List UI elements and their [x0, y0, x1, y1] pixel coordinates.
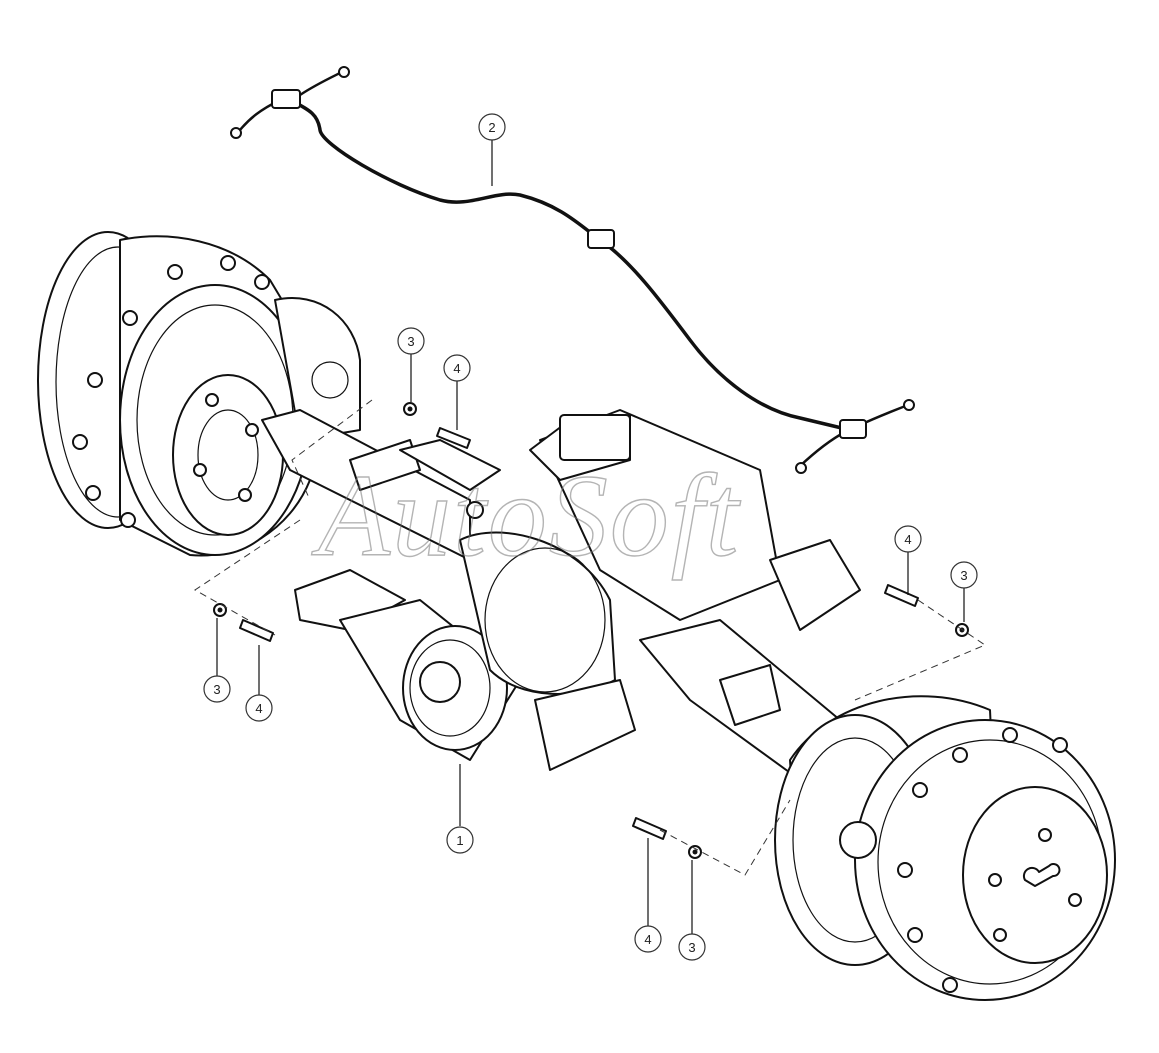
- callout-2-label: 2: [488, 120, 495, 135]
- callout-4-right-label: 4: [904, 532, 911, 547]
- callout-1: 1: [446, 826, 474, 854]
- bolt-4a: [436, 427, 471, 449]
- callout-4-upper-left-label: 4: [453, 361, 460, 376]
- callout-4-right: 4: [894, 525, 922, 553]
- callout-3-upper-left: 3: [397, 327, 425, 355]
- callout-3-bottom-label: 3: [688, 940, 695, 955]
- right-wheel-hub: [774, 695, 1116, 1001]
- callout-3-lower-left: 3: [203, 675, 231, 703]
- brake-line-connector-right: [839, 419, 867, 439]
- callout-3-lower-left-label: 3: [213, 682, 220, 697]
- axle-housing: [261, 409, 861, 781]
- leader-lines: [216, 140, 965, 934]
- brake-line-connector-middle: [587, 229, 615, 249]
- callout-1-label: 1: [456, 833, 463, 848]
- callout-4-upper-left: 4: [443, 354, 471, 382]
- fasteners: [213, 402, 969, 859]
- callout-3-bottom: 3: [678, 933, 706, 961]
- right-hub-bolts: [897, 727, 1082, 993]
- callout-3-right: 3: [950, 561, 978, 589]
- callout-4-bottom: 4: [634, 925, 662, 953]
- callout-3-right-label: 3: [960, 568, 967, 583]
- callout-4-bottom-label: 4: [644, 932, 651, 947]
- brake-line-assembly: [230, 66, 915, 474]
- bolt-4b: [239, 619, 274, 642]
- left-wheel-hub: [37, 231, 361, 557]
- watermark-text: AutoSoft: [311, 450, 742, 581]
- bolt-4c: [884, 584, 919, 607]
- left-hub-bolts: [72, 255, 270, 528]
- callout-2: 2: [478, 113, 506, 141]
- callout-4-lower-left: 4: [245, 694, 273, 722]
- callout-3-upper-left-label: 3: [407, 334, 414, 349]
- brake-line-connector-left: [271, 89, 301, 109]
- callout-4-lower-left-label: 4: [255, 701, 262, 716]
- bolt-4d: [632, 817, 667, 840]
- assembly-lines: [194, 399, 987, 876]
